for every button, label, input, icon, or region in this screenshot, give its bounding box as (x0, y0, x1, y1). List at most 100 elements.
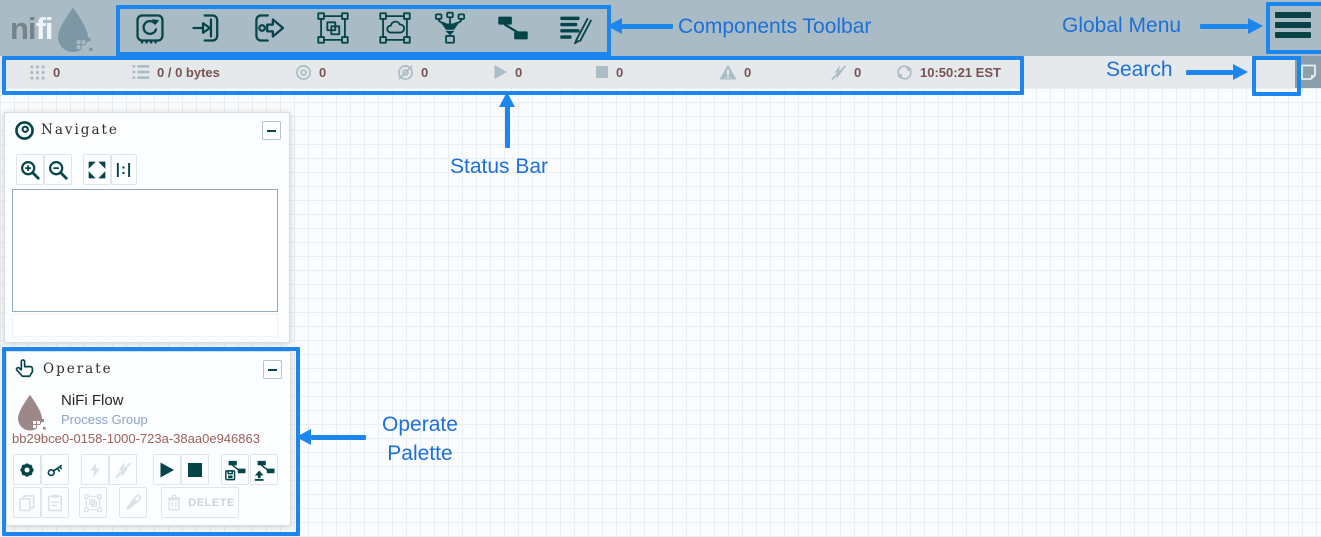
zoom-out-icon (49, 160, 68, 180)
operate-collapse-button[interactable] (263, 360, 282, 379)
nifi-droplet-icon (57, 7, 92, 52)
disabled-stat: 0 (830, 56, 861, 88)
active-threads-icon (30, 64, 45, 80)
not-transmitting-icon (398, 64, 413, 80)
app-header: nifi (0, 0, 1321, 56)
delete-button[interactable]: DELETE (161, 487, 239, 518)
refresh-time: 10:50:21 EST (920, 64, 1001, 80)
upload-template-button[interactable] (250, 454, 278, 485)
operate-palette: Operate NiFi Flow Process Group bb29bce0… (6, 351, 291, 526)
zoom-fit-button[interactable] (83, 154, 111, 185)
refresh-stat: 10:50:21 EST (896, 56, 1001, 88)
group-button[interactable] (79, 487, 107, 518)
funnel-button[interactable] (432, 11, 468, 45)
compass-icon (15, 121, 34, 140)
stop-icon (188, 462, 202, 477)
funnel-icon (434, 11, 466, 44)
running-stat: 0 (493, 56, 522, 88)
queued-count: 0 / 0 bytes (157, 64, 220, 80)
copy-icon (19, 494, 35, 511)
process-group-droplet-icon (18, 395, 46, 431)
paste-button[interactable] (41, 487, 69, 518)
output-port-button[interactable] (252, 11, 288, 45)
queued-stat: 0 / 0 bytes (132, 56, 220, 88)
process-group-button[interactable] (315, 11, 351, 45)
queued-icon (132, 65, 150, 79)
actual-size-button[interactable]: |:| (111, 154, 137, 185)
hand-pointer-icon (15, 359, 34, 378)
group-icon (84, 493, 102, 512)
fill-color-button[interactable] (119, 487, 147, 518)
paste-icon (47, 494, 63, 511)
running-count: 0 (515, 64, 523, 80)
disable-lightning-icon (115, 461, 131, 478)
copy-button[interactable] (13, 487, 41, 518)
global-menu-button[interactable] (1272, 9, 1314, 41)
enable-lightning-icon (90, 461, 100, 478)
zoom-in-icon (21, 160, 40, 180)
input-port-icon (192, 14, 219, 42)
transmitting-count: 0 (319, 64, 327, 80)
processor-button[interactable] (132, 11, 168, 45)
zoom-fit-icon (88, 161, 106, 178)
key-icon (47, 464, 63, 476)
configuration-button[interactable] (13, 454, 41, 485)
enable-button[interactable] (81, 454, 109, 485)
access-policies-button[interactable] (41, 454, 69, 485)
not-transmitting-count: 0 (421, 64, 429, 80)
transmitting-stat: 0 (295, 56, 326, 88)
flow-type: Process Group (61, 412, 148, 427)
gear-icon (20, 462, 34, 477)
refresh-icon[interactable] (896, 64, 913, 81)
template-icon (498, 16, 528, 40)
disabled-icon (831, 64, 846, 80)
not-transmitting-stat: 0 (397, 56, 428, 88)
template-button[interactable] (495, 11, 531, 45)
stopped-icon (596, 66, 608, 78)
birdseye-view[interactable] (12, 189, 278, 312)
stopped-count: 0 (616, 64, 624, 80)
start-button[interactable] (153, 454, 181, 485)
stop-button[interactable] (181, 454, 209, 485)
navigate-collapse-button[interactable] (262, 121, 281, 140)
disable-button[interactable] (109, 454, 137, 485)
processor-icon (136, 14, 164, 44)
create-template-button[interactable] (221, 454, 249, 485)
navigate-title: Navigate (41, 122, 119, 138)
create-template-icon (225, 460, 246, 480)
flow-name: NiFi Flow (61, 392, 124, 409)
invalid-icon (719, 64, 737, 80)
transmitting-icon (296, 64, 311, 80)
disabled-count: 0 (854, 64, 862, 80)
status-bar: 0 0 / 0 bytes 0 0 (0, 56, 1321, 138)
start-icon (160, 462, 174, 477)
trash-icon (167, 493, 181, 510)
navigate-palette: Navigate (4, 112, 290, 343)
delete-button-label: DELETE (188, 496, 235, 509)
invalid-count: 0 (744, 64, 752, 80)
birdseye-footer (12, 314, 278, 337)
nifi-wordmark: nifi (10, 11, 53, 46)
paint-brush-icon (125, 493, 142, 510)
upload-template-icon (254, 460, 275, 481)
bulletin-note-icon (1300, 64, 1316, 80)
active-threads-count: 0 (53, 64, 61, 80)
active-threads-stat: 0 (29, 56, 60, 88)
remote-process-group-icon (379, 12, 411, 44)
operate-title: Operate (43, 361, 113, 377)
input-port-button[interactable] (189, 11, 225, 45)
output-port-icon (255, 14, 285, 42)
remote-process-group-button[interactable] (377, 11, 413, 45)
process-group-icon (317, 12, 349, 44)
zoom-in-button[interactable] (16, 154, 44, 185)
invalid-stat: 0 (719, 56, 751, 88)
label-button[interactable] (557, 11, 593, 45)
zoom-out-button[interactable] (44, 154, 72, 185)
flow-id: bb29bce0-0158-1000-723a-38aa0e946863 (12, 431, 260, 446)
running-icon (494, 65, 507, 79)
nifi-logo: nifi (10, 7, 93, 52)
bulletin-board-button[interactable] (1295, 56, 1321, 88)
actual-size-icon: |:| (115, 161, 133, 178)
label-icon (560, 16, 592, 45)
stopped-stat: 0 (595, 56, 623, 88)
